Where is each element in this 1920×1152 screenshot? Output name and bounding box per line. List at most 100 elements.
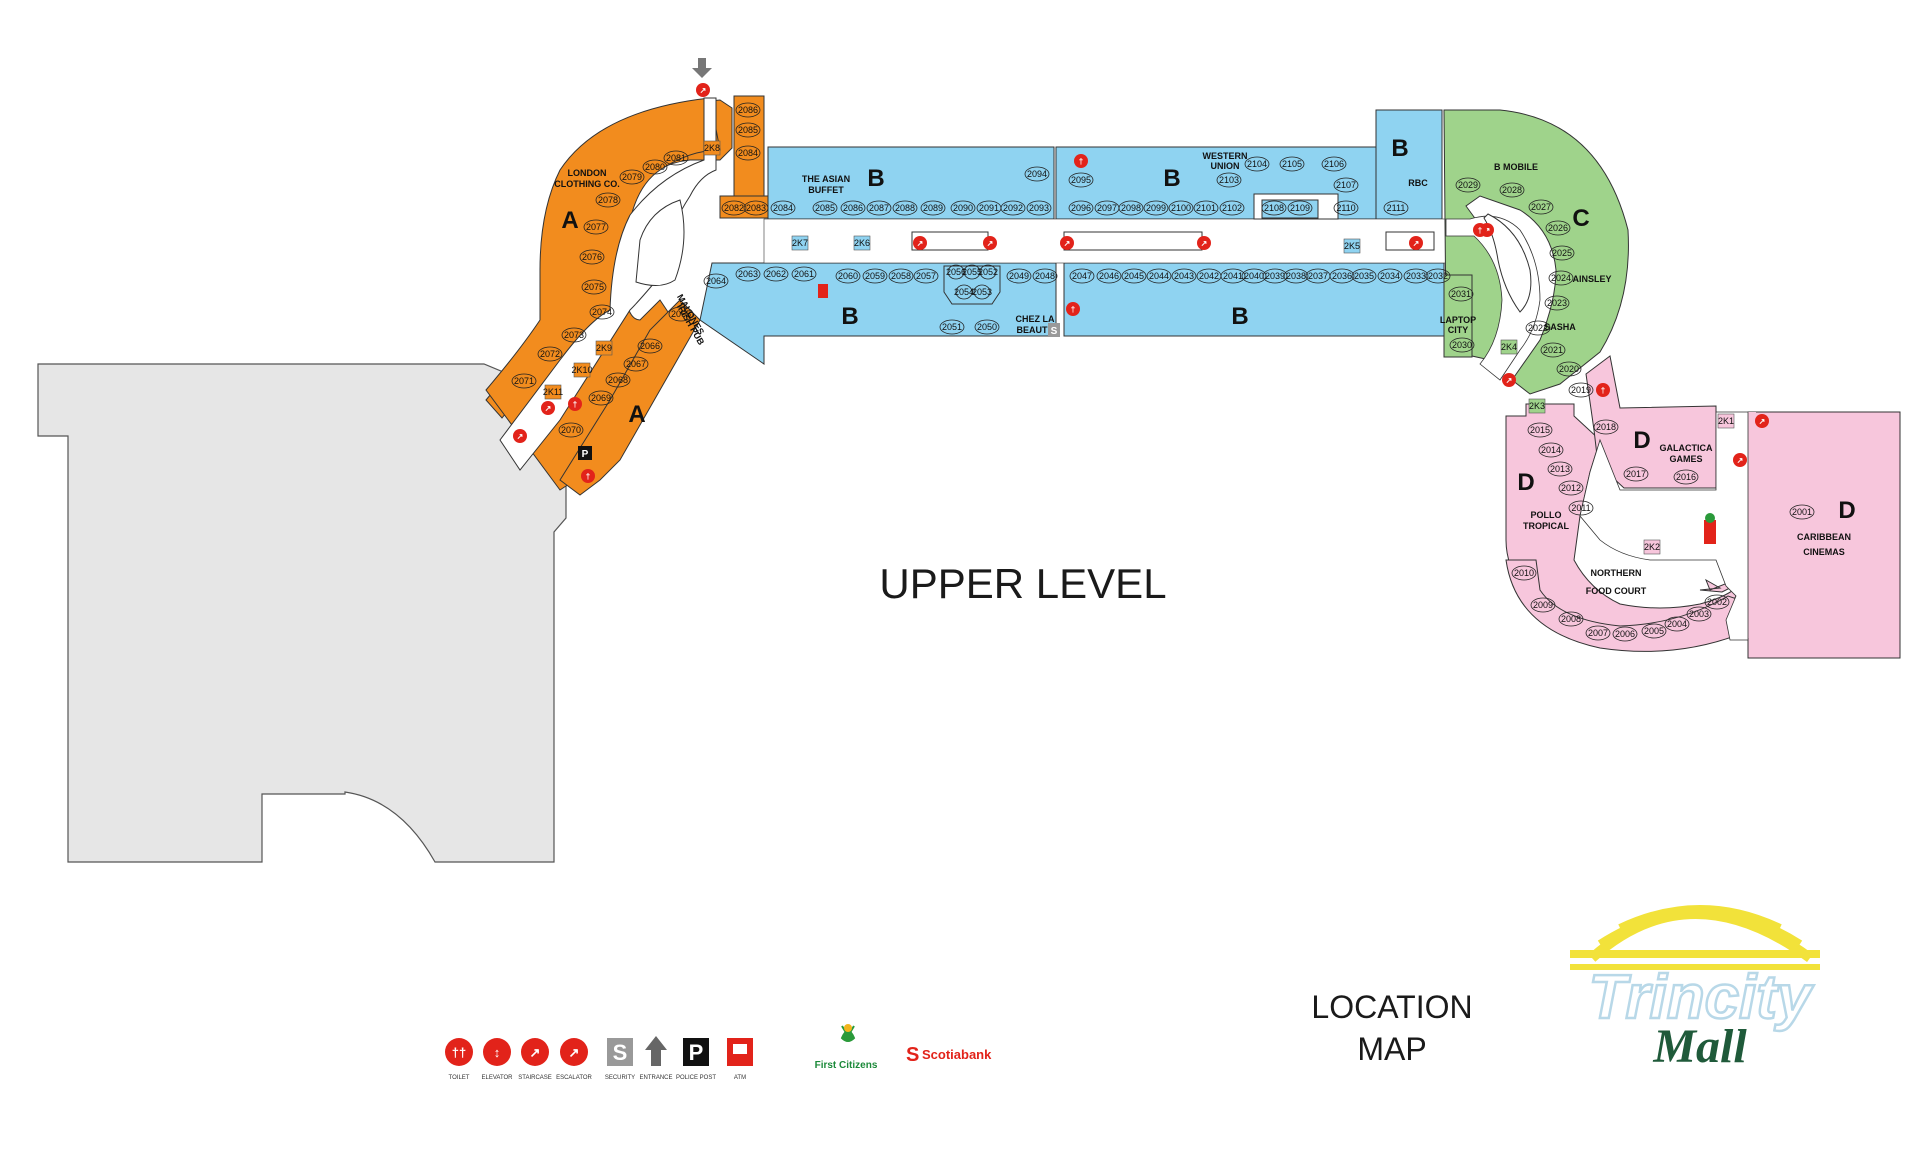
unit-marker[interactable]: 2036 [1329, 268, 1355, 284]
zone-d-cinemas[interactable] [1747, 411, 1901, 659]
unit-marker[interactable]: 2061 [791, 266, 817, 282]
unit-marker[interactable]: 2086 [735, 102, 761, 118]
unit-marker[interactable]: 2081 [663, 150, 689, 166]
escalator-icon[interactable]: ↗ [983, 236, 997, 250]
unit-marker[interactable]: 2032 [1425, 268, 1451, 284]
unit-marker[interactable]: 2050 [974, 319, 1000, 335]
unit-marker[interactable]: 2041 [1220, 268, 1246, 284]
escalator-icon[interactable]: ↗ [1733, 453, 1747, 467]
corridor-d[interactable] [1579, 411, 1749, 641]
unit-marker[interactable]: 2047 [1069, 268, 1095, 284]
escalator-icon[interactable]: ↗ [1060, 236, 1074, 250]
unit-marker[interactable]: 2111 [1383, 200, 1409, 216]
unit-marker[interactable]: 2067 [623, 356, 649, 372]
kiosk-marker[interactable]: 2K9 [595, 340, 613, 356]
unit-marker[interactable]: 2070 [558, 422, 584, 438]
atm-icon[interactable] [818, 284, 828, 298]
unit-marker[interactable]: 2094 [1024, 166, 1050, 182]
unit-marker[interactable]: 2026 [1545, 220, 1571, 236]
unit-marker[interactable]: 2090 [950, 200, 976, 216]
unit-marker[interactable]: 2007 [1585, 625, 1611, 641]
kiosk-marker[interactable]: 2K11 [543, 384, 563, 400]
unit-marker[interactable]: 2034 [1377, 268, 1403, 284]
escalator-icon[interactable]: ↗ [1409, 236, 1423, 250]
kiosk-marker[interactable]: 2K2 [1643, 539, 1661, 555]
unit-marker[interactable]: 2085 [735, 122, 761, 138]
unit-marker[interactable]: 2052 [978, 264, 998, 280]
unit-marker[interactable]: 2002 [1704, 594, 1730, 610]
unit-marker[interactable]: 2062 [763, 266, 789, 282]
unit-marker[interactable]: 2083 [743, 200, 769, 216]
unit-marker[interactable]: 2001 [1789, 504, 1815, 520]
unit-marker[interactable]: 2018 [1593, 419, 1619, 435]
unit-marker[interactable]: 2093 [1026, 200, 1052, 216]
unit-marker[interactable]: 2060 [835, 268, 861, 284]
unit-marker[interactable]: 2072 [537, 346, 563, 362]
unit-marker[interactable]: 2011 [1568, 500, 1594, 516]
kiosk-marker[interactable]: 2K8 [703, 140, 721, 156]
unit-marker[interactable]: 2043 [1171, 268, 1197, 284]
kiosk-marker[interactable]: 2K7 [791, 235, 809, 251]
unit-marker[interactable]: 2087 [866, 200, 892, 216]
unit-marker[interactable]: 2091 [976, 200, 1002, 216]
zone-c-laptop-city[interactable] [1443, 274, 1473, 358]
unit-marker[interactable]: 2057 [913, 268, 939, 284]
unit-marker[interactable]: 2106 [1321, 156, 1347, 172]
staircase-icon[interactable]: ↗ [541, 401, 555, 415]
escalator-icon[interactable]: ↗ [1197, 236, 1211, 250]
escalator-icon[interactable]: ↗ [696, 83, 710, 97]
zone-a-inner[interactable] [559, 299, 701, 496]
unit-marker[interactable]: 2078 [595, 192, 621, 208]
unit-marker[interactable]: 2104 [1244, 156, 1270, 172]
unit-marker[interactable]: 2068 [605, 372, 631, 388]
unit-marker[interactable]: 2085 [812, 200, 838, 216]
escalator-icon[interactable]: ↗ [1502, 373, 1516, 387]
zone-b-rbc[interactable] [1375, 109, 1443, 220]
unit-marker[interactable]: 2063 [735, 266, 761, 282]
unit-marker[interactable]: 2023 [1544, 295, 1570, 311]
unit-marker[interactable]: 2053 [972, 284, 992, 300]
toilet-icon[interactable]: † [581, 469, 595, 483]
unit-marker[interactable]: 2015 [1527, 422, 1553, 438]
unit-marker[interactable]: 2084 [735, 145, 761, 161]
unit-marker[interactable]: 2099 [1143, 200, 1169, 216]
unit-marker[interactable]: 2029 [1455, 177, 1481, 193]
unit-marker[interactable]: 2101 [1193, 200, 1219, 216]
kiosk-marker[interactable]: 2K4 [1500, 339, 1518, 355]
kiosk-marker[interactable]: 2K5 [1343, 238, 1361, 254]
unit-marker[interactable]: 2059 [862, 268, 888, 284]
escalator-icon[interactable]: ↗ [913, 236, 927, 250]
toilet-icon[interactable]: † [568, 397, 582, 411]
unit-marker[interactable]: 2084 [770, 200, 796, 216]
unit-marker[interactable]: 2005 [1641, 623, 1667, 639]
unit-marker[interactable]: 2037 [1305, 268, 1331, 284]
unit-marker[interactable]: 2008 [1558, 611, 1584, 627]
escalator-icon[interactable]: ↗ [513, 429, 527, 443]
toilet-icon[interactable]: † [1473, 223, 1487, 237]
unit-marker[interactable]: 2108 [1261, 200, 1287, 216]
unit-marker[interactable]: 2054 [954, 284, 974, 300]
unit-marker[interactable]: 2025 [1549, 245, 1575, 261]
unit-marker[interactable]: 2019 [1568, 382, 1594, 398]
unit-marker[interactable]: 2095 [1068, 172, 1094, 188]
unit-marker[interactable]: 2017 [1623, 466, 1649, 482]
unit-marker[interactable]: 2100 [1168, 200, 1194, 216]
escalator-icon[interactable]: ↗ [1755, 414, 1769, 428]
unit-marker[interactable]: 2030 [1449, 337, 1475, 353]
unit-marker[interactable]: 2004 [1664, 616, 1690, 632]
corridor-a[interactable] [499, 97, 717, 471]
unit-marker[interactable]: 2020 [1556, 361, 1582, 377]
unit-marker[interactable]: 2080 [642, 159, 668, 175]
unit-marker[interactable]: 2014 [1538, 442, 1564, 458]
unit-marker[interactable]: 2024 [1548, 270, 1574, 286]
unit-marker[interactable]: 2079 [619, 169, 645, 185]
unit-marker[interactable]: 2088 [892, 200, 918, 216]
unit-marker[interactable]: 2038 [1283, 268, 1309, 284]
unit-marker[interactable]: 2033 [1403, 268, 1429, 284]
unit-marker[interactable]: 2069 [588, 390, 614, 406]
unit-marker[interactable]: 2096 [1068, 200, 1094, 216]
zone-b-bot-east[interactable] [1063, 262, 1445, 337]
unit-marker[interactable]: 2012 [1558, 480, 1584, 496]
police-post-icon[interactable]: P [578, 446, 592, 460]
unit-marker[interactable]: 2027 [1528, 199, 1554, 215]
